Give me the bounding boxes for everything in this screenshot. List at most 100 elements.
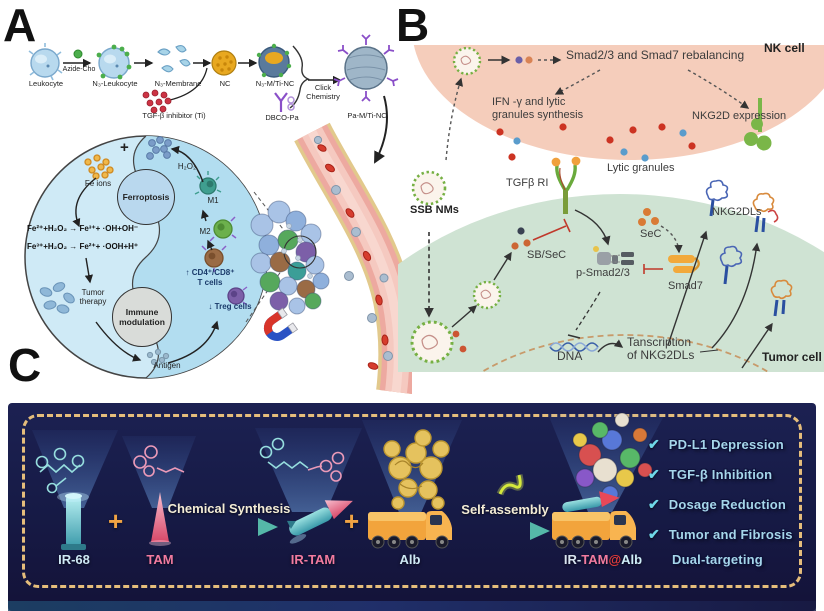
benefit-row: ✔ Tumor and Fibrosis xyxy=(648,526,793,543)
product-label-at: @ xyxy=(608,552,622,567)
plus-sign: + xyxy=(120,139,129,156)
to-vessel-arrow xyxy=(374,95,388,164)
dendritic-cell-icon xyxy=(201,245,227,272)
tgfb-ri-label: TGFβ RI xyxy=(506,177,549,189)
benefit-text: Dual-targeting xyxy=(672,552,763,567)
ssb-particle-icon-small xyxy=(472,280,502,310)
product-truck-icon xyxy=(552,491,636,549)
click-chemistry-label-1: Click xyxy=(314,83,332,92)
nkg2dl-icon-1 xyxy=(705,179,729,217)
dbco-pa-icon xyxy=(274,92,295,112)
m2-cell-icon xyxy=(209,216,237,242)
benefit-text: TGF-β Inhibition xyxy=(668,467,773,482)
product-label-ir: IR- xyxy=(563,552,582,567)
nkg2d-receptor-icon xyxy=(744,98,772,151)
inhibition-sb-tgfbr xyxy=(532,218,571,241)
alb-truck-icon xyxy=(368,511,452,549)
lytic-granules-icon xyxy=(496,123,696,162)
nc-nanoparticle-icon xyxy=(211,50,237,76)
fe-ions-label: Fe ions xyxy=(84,179,112,188)
m2-label: M2 xyxy=(199,227,211,236)
n3-m-ti-nc-icon xyxy=(256,43,292,78)
benefit-row-continuation: Dual-targeting xyxy=(672,552,763,567)
benefit-row: ✔ PD-L1 Depression xyxy=(648,436,784,453)
ifn-label-1: IFN -γ and lytic xyxy=(492,96,566,108)
tgfb-inhibitor-icon xyxy=(142,89,172,114)
alb-protein-icon xyxy=(383,429,450,510)
ferroptosis-circle: Ferroptosis xyxy=(117,169,175,225)
m1-cell-icon xyxy=(194,171,222,195)
benefit-row: ✔ Dosage Reduction xyxy=(648,496,786,513)
red-blood-cells xyxy=(317,144,389,370)
rebalancing-label: Smad2/3 and Smad7 rebalancing xyxy=(566,48,745,62)
nanoparticles-in-vessel xyxy=(313,135,393,361)
n3-leukocyte-label: N₃-Leukocyte xyxy=(92,79,138,88)
inhibition-psmad-dna xyxy=(567,291,601,339)
self-assembly-arrow xyxy=(465,522,550,540)
fenton-eq1: Fe²⁺+H₂O₂ → Fe³⁺+ ·OH+OH⁻ xyxy=(27,224,139,233)
product-label-tam: TAM xyxy=(581,552,609,567)
alb-label: Alb xyxy=(399,552,421,567)
pa-m-ti-nc-icon xyxy=(333,34,399,102)
panel-a-label: A xyxy=(3,0,37,51)
synthesis-row xyxy=(28,34,399,164)
lytic-granules-label: Lytic granules xyxy=(607,162,675,174)
check-icon: ✔ xyxy=(648,466,660,482)
blood-vessel-illustration xyxy=(294,122,412,394)
treg-label: ↓ Treg cells xyxy=(208,302,252,311)
benefit-row: ✔ TGF-β Inhibition xyxy=(648,466,772,483)
click-chemistry-label-2: Chemistry xyxy=(306,92,340,101)
ssb-particle-icon-top xyxy=(452,46,482,76)
p-smad23-label: p-Smad2/3 xyxy=(576,267,630,279)
ir68-pillar-icon xyxy=(57,492,89,550)
n3-leukocyte-icon xyxy=(96,44,132,80)
check-icon: ✔ xyxy=(648,526,660,542)
pa-m-ti-nc-label: Pa-M/Ti-NC xyxy=(347,111,387,120)
sb-sec-label: SB/SeC xyxy=(527,249,567,261)
panel-b-graphics xyxy=(398,45,824,372)
leukocyte-icon xyxy=(28,43,63,81)
n3-membrane-label: N₃-Membrane xyxy=(154,79,202,88)
chemical-synthesis-arrow xyxy=(194,518,278,536)
m1-label: M1 xyxy=(207,196,219,205)
tumor-cell-region xyxy=(398,194,824,372)
ssb-nms-label: SSB NMs xyxy=(410,204,459,216)
panel-c-bottom-strip xyxy=(8,601,816,611)
sec-label: SeC xyxy=(640,228,662,240)
h2o2-icon xyxy=(146,136,172,160)
azide-cho-label: Azide-Cho xyxy=(62,66,96,73)
ir-tam-label: IR-TAM xyxy=(290,552,336,567)
ir-tam-rocket-icon xyxy=(286,500,353,544)
antigen-icon xyxy=(146,348,170,366)
benefit-text: PD-L1 Depression xyxy=(668,437,784,452)
azide-dot-icon xyxy=(73,49,83,59)
check-icon: ✔ xyxy=(648,496,660,512)
n3-membrane-icon xyxy=(157,44,191,73)
magnet-icon xyxy=(263,307,299,341)
nkg2dls-label: NKG2DLs xyxy=(712,206,762,218)
p-smad23-icon xyxy=(593,246,634,265)
cycle-arrows xyxy=(72,145,220,364)
tumor-cell-label: Tumor cell xyxy=(762,350,822,364)
h2o2-label: H₂O₂ xyxy=(177,162,197,171)
leukocyte-label: Leukocyte xyxy=(28,79,64,88)
ifn-label-2: granules synthesis xyxy=(492,109,584,121)
dbco-pa-label: DBCO-Pa xyxy=(265,113,299,122)
n3-m-ti-nc-label: N₃-M/Ti-NC xyxy=(255,79,295,88)
fenton-eq2: Fe³⁺+H₂O₂ → Fe²⁺+ ·OOH+H⁺ xyxy=(27,242,139,251)
nk-cell-region xyxy=(413,45,824,160)
smad7-dot-icon xyxy=(525,56,533,64)
dna-icon xyxy=(549,339,624,353)
tumor-fragments-icon xyxy=(39,282,75,314)
tumor-cluster-illustration xyxy=(250,200,330,315)
smad7-label: Smad7 xyxy=(668,280,703,292)
product-protein-icon xyxy=(572,412,653,503)
antigen-label: Antigen xyxy=(153,361,181,370)
product-label: IR-TAM@Alb xyxy=(545,552,661,567)
ir-tam-molecule-icon xyxy=(259,437,345,482)
tumor-therapy-label: Tumor therapy xyxy=(79,288,107,307)
ferroptosis-label: Ferroptosis xyxy=(122,191,170,202)
nc-label: NC xyxy=(219,79,231,88)
light-beams xyxy=(32,414,665,515)
tam-rocket-icon xyxy=(149,492,171,546)
